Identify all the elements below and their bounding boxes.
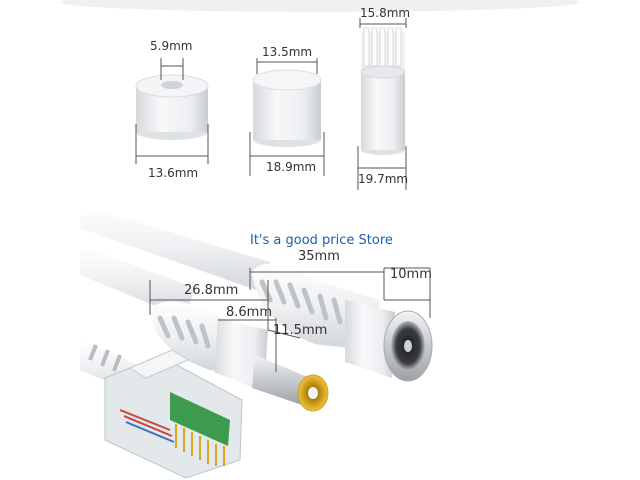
plug-length-label: 26.8mm (184, 283, 239, 298)
jack-diameter-label: 10mm (390, 267, 432, 282)
cap-dimension-lines (249, 58, 325, 176)
cap-sleeve (252, 69, 322, 147)
jack-dimension-lines (249, 267, 431, 318)
comb-sleeve (360, 27, 406, 155)
ring-spacer (135, 74, 209, 140)
comb-top-width-label: 15.8mm (360, 6, 411, 20)
jack-length-label: 35mm (298, 249, 340, 264)
rj45-connector (104, 349, 243, 479)
comb-dimension-lines (357, 18, 407, 190)
ring-dimension-lines (135, 58, 209, 164)
cap-width-label: 18.9mm (266, 160, 317, 174)
dc-male-plug (150, 301, 329, 412)
cap-top-width-label: 13.5mm (262, 45, 313, 59)
plug-collar-diameter-label: 11.5mm (273, 323, 328, 338)
plug-tip-length-label: 8.6mm (226, 305, 273, 320)
dc-female-jack (252, 263, 433, 382)
store-name-watermark: It's a good price Store (250, 233, 393, 248)
plug-dimension-lines (149, 280, 301, 372)
comb-width-label: 19.7mm (358, 172, 409, 186)
hole-diameter-label: 5.9mm (150, 39, 193, 53)
ring-width-label: 13.6mm (148, 166, 199, 180)
top-shadow (60, 0, 580, 12)
